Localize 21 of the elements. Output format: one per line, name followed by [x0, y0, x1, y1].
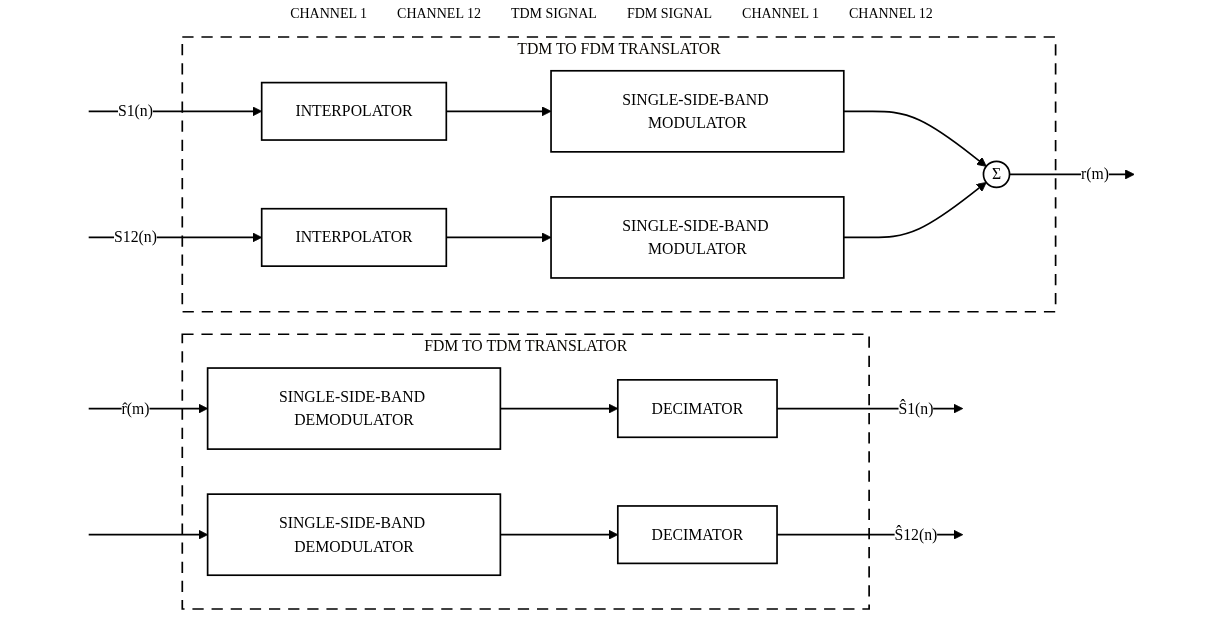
node-box: INTERPOLATOR	[260, 207, 448, 267]
node-circle: Σ	[982, 160, 1011, 189]
node-box: DECIMATOR	[616, 379, 778, 439]
signal-label: CHANNEL 1	[290, 6, 368, 22]
node-box: SINGLE-SIDE-BAND DEMODULATOR	[206, 493, 502, 577]
edge-label: S12(n)	[114, 228, 157, 246]
node-box: INTERPOLATOR	[260, 81, 448, 141]
node-box: DECIMATOR	[616, 505, 778, 565]
edge-label: r̂(m)	[121, 400, 150, 418]
edge-label: r(m)	[1080, 165, 1109, 183]
signal-label: TDM SIGNAL	[510, 6, 597, 22]
node-box: SINGLE-SIDE-BAND MODULATOR	[550, 69, 845, 153]
signal-label: CHANNEL 12	[397, 6, 481, 22]
node-box: SINGLE-SIDE-BAND DEMODULATOR	[206, 367, 502, 450]
edge-label: Ŝ12(n)	[894, 526, 938, 544]
node-box: SINGLE-SIDE-BAND MODULATOR	[550, 196, 845, 279]
edge-label: S1(n)	[117, 102, 154, 120]
signal-label: CHANNEL 12	[848, 6, 933, 22]
signal-label: FDM SIGNAL	[626, 6, 713, 22]
signal-label: CHANNEL 1	[742, 6, 819, 22]
edge-label: Ŝ1(n)	[898, 400, 934, 418]
